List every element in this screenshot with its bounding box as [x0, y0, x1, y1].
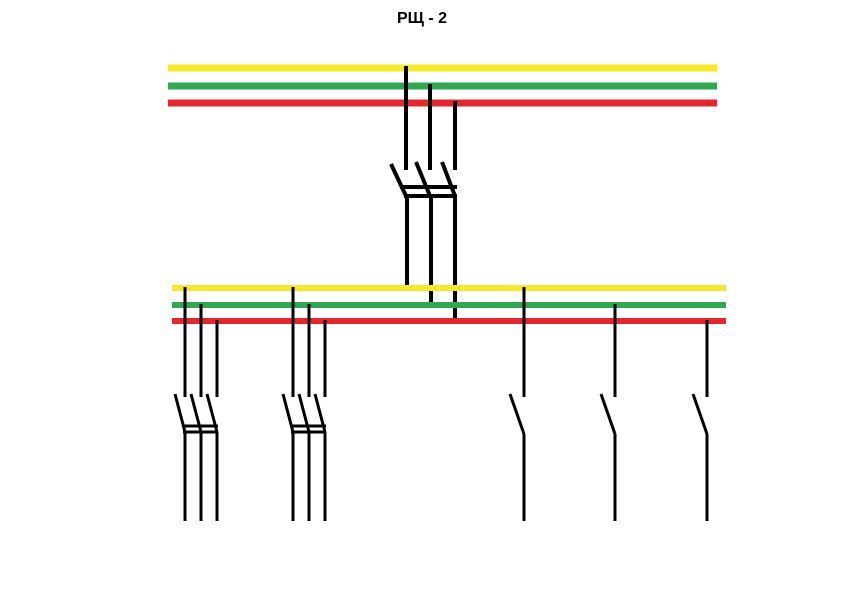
lower-busbars [172, 285, 726, 324]
outgoing-breaker-three-pole-1 [173, 287, 219, 521]
main-breaker-three-pole [389, 66, 457, 323]
outgoing-breaker-single-pole-3 [691, 320, 709, 521]
outgoing-breaker-three-pole-2 [281, 287, 327, 521]
outgoing-breaker-single-pole-1 [508, 287, 526, 521]
diagram-title: РЩ - 2 [396, 10, 448, 27]
outgoing-breaker-single-pole-2 [599, 304, 617, 521]
upper-busbars [168, 64, 717, 107]
